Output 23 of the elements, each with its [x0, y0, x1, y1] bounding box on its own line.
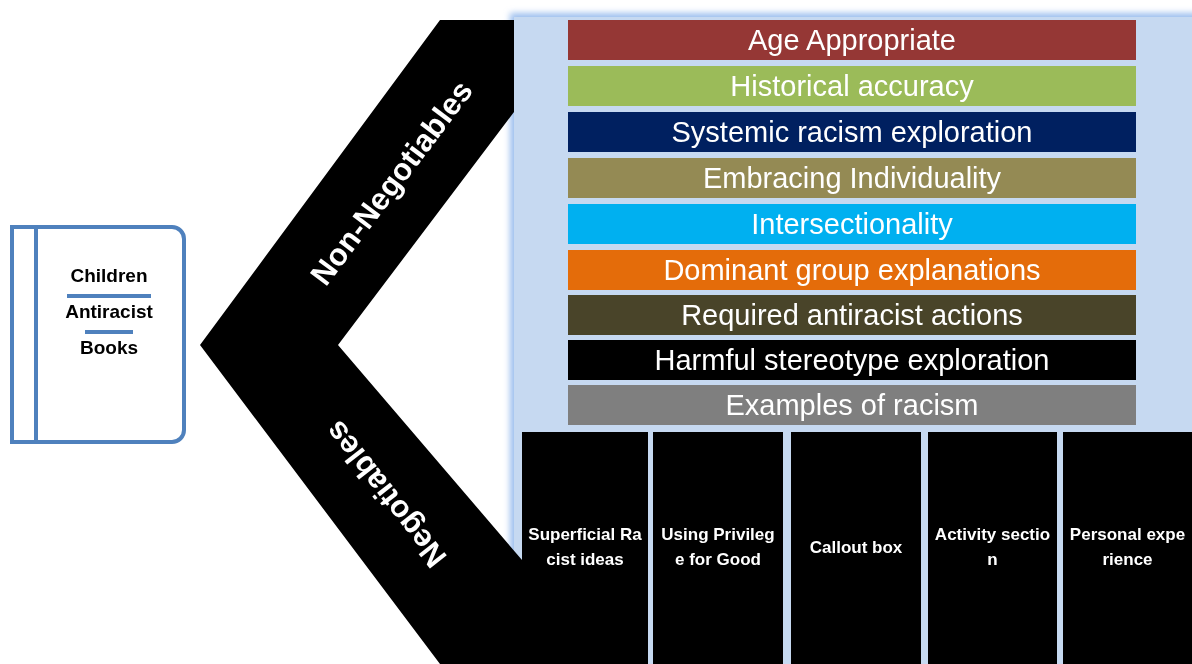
criteria-box	[1063, 432, 1192, 664]
criteria-text: Callout box	[809, 536, 903, 559]
criteria-text: Activity section	[934, 524, 1051, 571]
criteria-box	[653, 432, 783, 664]
criteria-bar: Age Appropriate	[568, 20, 1136, 60]
criteria-text: Superficial Racist ideas	[528, 524, 642, 571]
criteria-bar: Intersectionality	[568, 204, 1136, 244]
criteria-box	[928, 432, 1057, 664]
criteria-bar: Harmful stereotype exploration	[568, 340, 1136, 380]
criteria-box	[791, 432, 921, 664]
criteria-bar: Systemic racism exploration	[568, 112, 1136, 152]
criteria-bar: Required antiracist actions	[568, 295, 1136, 335]
criteria-bar: Dominant group explanations	[568, 250, 1136, 290]
criteria-text: Personal experience	[1069, 524, 1186, 571]
book-title: Children	[69, 265, 149, 287]
book-icon	[10, 225, 186, 444]
criteria-bar: Embracing Individuality	[568, 158, 1136, 198]
criteria-text: Using Privilege for Good	[660, 524, 776, 571]
book-title: Books	[78, 337, 140, 359]
criteria-bar: Examples of racism	[568, 385, 1136, 425]
criteria-box	[522, 432, 648, 664]
criteria-bar: Historical accuracy	[568, 66, 1136, 106]
book-title: Antiracist	[64, 301, 154, 323]
